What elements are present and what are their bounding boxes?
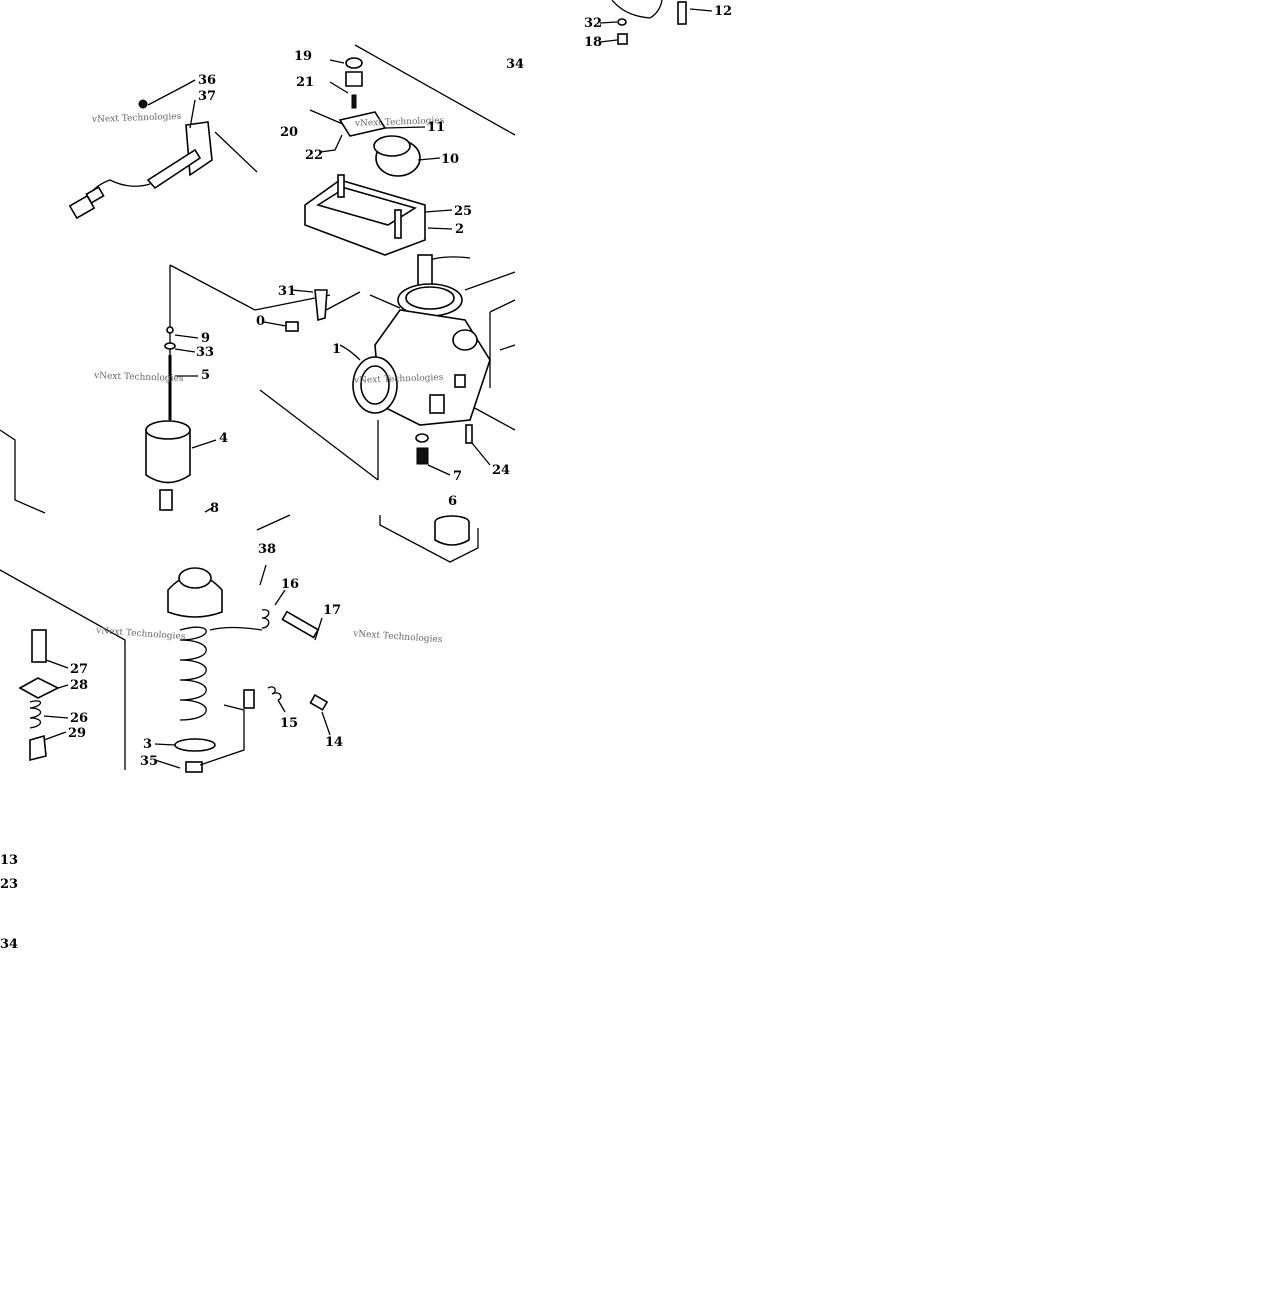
callout-36: 36 — [198, 73, 216, 88]
top-cap-spring — [154, 564, 331, 773]
callout-31: 31 — [278, 284, 296, 299]
watermark-4: vNext Technologies — [353, 373, 444, 386]
watermark-2: vNext Technologies — [354, 116, 445, 129]
callout-34-b: 34 — [0, 937, 18, 952]
jets-below-body — [415, 424, 491, 546]
watermark-3: vNext Technologies — [93, 371, 184, 384]
callout-19: 19 — [294, 49, 312, 64]
watermarks: vNext Technologies vNext Technologies vN… — [91, 112, 445, 645]
watermark-6: vNext Technologies — [352, 629, 443, 645]
callout-28: 28 — [70, 678, 88, 693]
carburetor-body — [263, 254, 491, 426]
callout-10: 10 — [441, 152, 459, 167]
callout-32: 32 — [584, 16, 602, 31]
callout-14: 14 — [325, 735, 343, 750]
callout-0: 0 — [256, 314, 265, 329]
callout-35: 35 — [140, 754, 158, 769]
callout-21: 21 — [296, 75, 314, 90]
callout-26: 26 — [70, 711, 88, 726]
callout-37: 37 — [198, 89, 216, 104]
callout-24: 24 — [492, 463, 510, 478]
callout-7: 7 — [453, 469, 462, 484]
callout-34: 34 — [506, 57, 524, 72]
callout-20: 20 — [280, 125, 298, 140]
callout-16: 16 — [281, 577, 299, 592]
callout-15: 15 — [280, 716, 298, 731]
callout-6: 6 — [448, 494, 457, 509]
callout-4: 4 — [219, 431, 228, 446]
callout-2: 2 — [455, 222, 464, 237]
throttle-sensor — [68, 79, 213, 220]
callout-23: 23 — [0, 877, 18, 892]
callout-11: 11 — [427, 120, 445, 135]
callout-1: 1 — [332, 342, 341, 357]
callout-38: 38 — [258, 542, 276, 557]
callout-29: 29 — [68, 726, 86, 741]
throttle-slide — [145, 326, 217, 513]
callout-25: 25 — [454, 204, 472, 219]
callout-3: 3 — [143, 737, 152, 752]
watermark-1: vNext Technologies — [91, 112, 182, 125]
frame-lines — [0, 44, 516, 770]
callout-5: 5 — [201, 368, 210, 383]
watermark-5: vNext Technologies — [95, 626, 186, 642]
callout-9: 9 — [201, 331, 210, 346]
callout-17: 17 — [323, 603, 341, 618]
top-right-fragment — [599, 0, 713, 45]
left-jets — [18, 629, 69, 762]
callout-27: 27 — [70, 662, 88, 677]
callout-33: 33 — [196, 345, 214, 360]
callout-13: 13 — [0, 853, 18, 868]
float-assembly — [304, 57, 471, 261]
callout-18: 18 — [584, 35, 602, 50]
callout-labels: 36 37 19 21 20 22 11 10 25 2 34 31 0 1 9… — [0, 4, 732, 952]
callout-8: 8 — [210, 501, 219, 516]
callout-22: 22 — [305, 148, 323, 163]
callout-12: 12 — [714, 4, 732, 19]
